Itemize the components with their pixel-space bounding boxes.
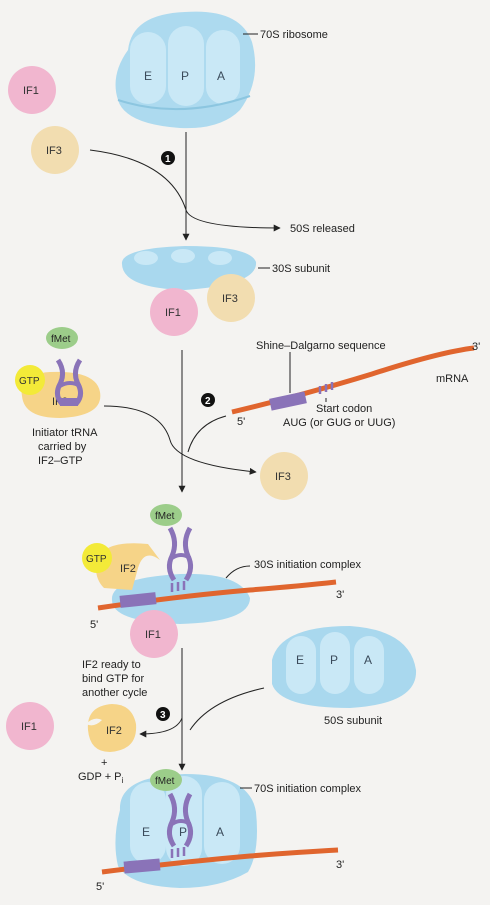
svg-text:IF1: IF1	[165, 307, 181, 319]
mrna-strand-top	[231, 345, 475, 415]
label-gdp-pi: GDP + Pi	[78, 771, 124, 785]
label-5prime-top: 5'	[237, 416, 245, 428]
label-start-codon-variants: AUG (or GUG or UUG)	[283, 417, 395, 429]
label-50s-subunit: 50S subunit	[324, 715, 382, 727]
svg-text:IF1: IF1	[23, 85, 39, 97]
site-p-70s: P	[179, 825, 187, 839]
site-p-top: P	[181, 69, 189, 83]
svg-text:IF2: IF2	[106, 725, 122, 737]
svg-text:GTP: GTP	[19, 376, 40, 387]
svg-text:IF1: IF1	[21, 721, 37, 733]
svg-text:IF3: IF3	[275, 471, 291, 483]
label-3prime-70s: 3'	[336, 859, 344, 871]
label-70s-initiation-complex: 70S initiation complex	[254, 783, 362, 795]
step-1-badge	[161, 151, 175, 165]
site-a-50s: A	[364, 653, 372, 667]
svg-text:3: 3	[160, 710, 166, 721]
site-e-70s: E	[142, 825, 150, 839]
svg-text:GTP: GTP	[86, 554, 107, 565]
label-3prime-top: 3'	[472, 341, 480, 353]
label-70s-ribosome: 70S ribosome	[260, 29, 328, 41]
label-shine-dalgarno: Shine–Dalgarno sequence	[256, 340, 386, 352]
site-a-top: A	[217, 69, 225, 83]
if3-released: IF3	[260, 452, 308, 500]
site-a-70s: A	[216, 825, 224, 839]
label-initiator-3: IF2–GTP	[38, 455, 83, 467]
svg-text:IF2: IF2	[120, 563, 136, 575]
svg-text:fMet: fMet	[155, 776, 175, 787]
if3-top: IF3	[31, 126, 79, 174]
label-50s-released: 50S released	[290, 223, 355, 235]
label-if2-ready-1: IF2 ready to	[82, 659, 141, 671]
site-e-top: E	[144, 69, 152, 83]
svg-text:1: 1	[165, 154, 171, 165]
label-if2-ready-3: another cycle	[82, 687, 147, 699]
step-2-badge	[201, 393, 215, 407]
label-30s-initiation-complex: 30S initiation complex	[254, 559, 362, 571]
label-initiator-1: Initiator tRNA	[32, 427, 98, 439]
step-3-badge	[156, 707, 170, 721]
ribosome-70s-top: E P A	[115, 11, 256, 129]
label-30s-subunit: 30S subunit	[272, 263, 330, 275]
label-start-codon: Start codon	[316, 403, 372, 415]
if2-released: IF2	[86, 704, 137, 752]
if1-top: IF1	[8, 66, 56, 114]
initiator-trna-complex: IF2 GTP fMet	[15, 327, 101, 418]
svg-text:fMet: fMet	[155, 511, 175, 522]
site-e-50s: E	[296, 653, 304, 667]
label-initiator-2: carried by	[38, 441, 87, 453]
subunit-50s: E P A	[272, 626, 417, 708]
label-5prime-30s: 5'	[90, 619, 98, 631]
label-mrna: mRNA	[436, 373, 469, 385]
svg-text:IF1: IF1	[145, 629, 161, 641]
label-3prime-30s: 3'	[336, 589, 344, 601]
initiation-complex-30s: IF2 GTP fMet IF1	[82, 504, 337, 658]
label-if2-ready-2: bind GTP for	[82, 673, 144, 685]
initiation-complex-70s: E P A fMet	[101, 769, 339, 888]
svg-text:fMet: fMet	[51, 334, 71, 345]
svg-text:2: 2	[205, 396, 211, 407]
label-plus: +	[101, 757, 107, 769]
if3-on-30s: IF3	[207, 274, 255, 322]
label-5prime-70s: 5'	[96, 881, 104, 893]
if1-on-30s: IF1	[150, 288, 198, 336]
svg-text:IF3: IF3	[222, 293, 238, 305]
if1-released: IF1	[6, 702, 54, 750]
site-p-50s: P	[330, 653, 338, 667]
svg-text:IF3: IF3	[46, 145, 62, 157]
